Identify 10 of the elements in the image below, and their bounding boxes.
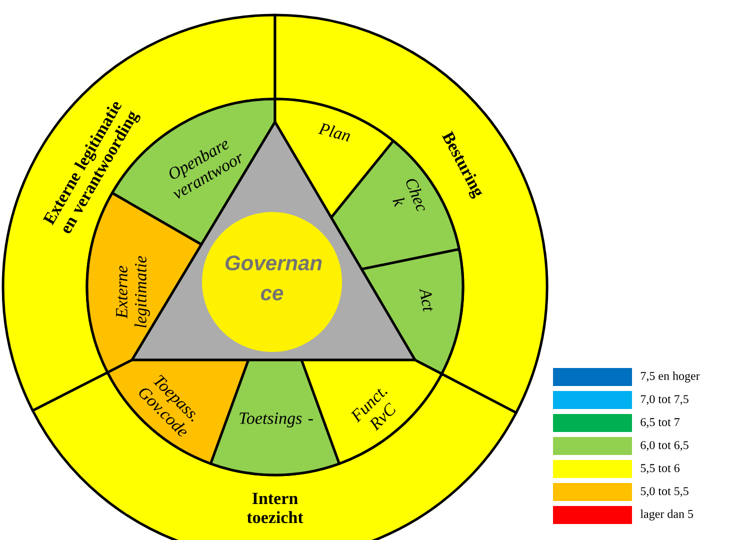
ring-segment: Act (360, 248, 464, 376)
legend-label: 6,5 tot 7 (640, 418, 680, 428)
legend-label: 7,0 tot 7,5 (640, 395, 688, 405)
ring-segment: Toetsings - (209, 358, 341, 476)
legend-label: 5,5 tot 6 (640, 464, 680, 474)
node-label: Intern toezicht (246, 492, 304, 524)
legend-label: 7,5 en hoger (640, 372, 700, 382)
legend-label: 6,0 tot 6,5 (640, 441, 688, 451)
legend-label: 5,0 tot 5,5 (640, 487, 688, 497)
legend-label: lager dan 5 (640, 510, 694, 520)
